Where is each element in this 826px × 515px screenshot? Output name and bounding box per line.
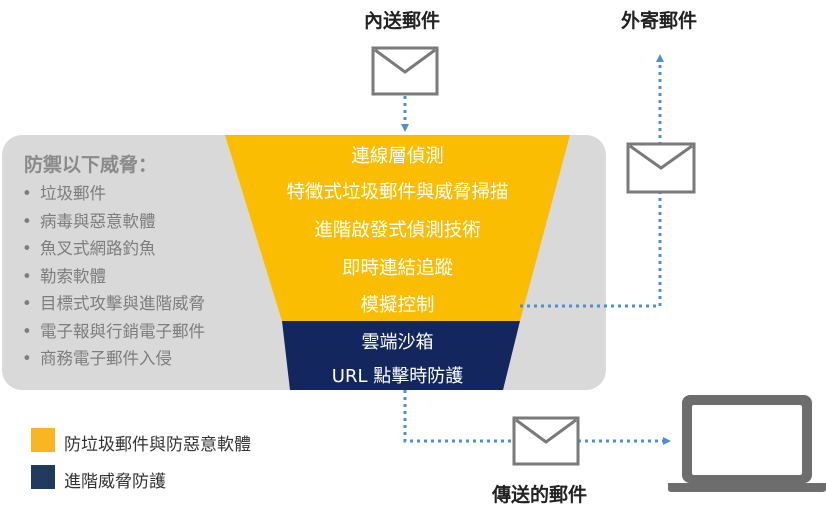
funnel-layer-signature-scan: 特徵式垃圾郵件與威脅掃描	[286, 182, 509, 203]
legend-label-advanced: 進階威脅防護	[64, 472, 166, 492]
threats-title: 防禦以下威脅：	[24, 154, 158, 176]
delivery-arrow	[403, 390, 671, 445]
bullet-icon: •	[22, 321, 32, 341]
legend-swatch-antispam	[31, 428, 55, 452]
outbound-mail-label: 外寄郵件	[621, 10, 698, 32]
threat-item: •勒索軟體	[22, 263, 205, 291]
threat-list: •垃圾郵件 •病毒與惡意軟體 •魚叉式網路釣魚 •勒索軟體 •目標式攻擊與進階威…	[22, 180, 205, 373]
bullet-icon: •	[22, 184, 32, 203]
bullet-icon: •	[22, 239, 32, 258]
threat-item: •魚叉式網路釣魚	[22, 235, 205, 263]
bullet-icon: •	[22, 349, 32, 368]
threat-item: •商務電子郵件入侵	[22, 345, 205, 373]
funnel-layer-url-time-of-click: URL 點擊時防護	[331, 366, 464, 387]
threat-item: •病毒與惡意軟體	[22, 208, 205, 236]
bullet-icon: •	[22, 294, 32, 313]
inbound-envelope-icon	[371, 46, 439, 96]
funnel-antispam-section	[225, 135, 570, 321]
threat-item: •目標式攻擊與進階威脅	[22, 290, 205, 318]
funnel-layer-impersonation-control: 模擬控制	[360, 295, 435, 316]
bullet-icon: •	[22, 211, 32, 231]
funnel-advanced-section	[282, 321, 520, 390]
funnel-layer-heuristics: 進階啟發式偵測技術	[314, 220, 481, 241]
legend-label-antispam: 防垃圾郵件與防惡意軟體	[64, 435, 251, 455]
funnel-layer-cloud-sandbox: 雲端沙箱	[361, 332, 434, 353]
funnel-layer-link-tracking: 即時連結追蹤	[341, 258, 453, 279]
outbound-envelope-icon	[626, 142, 696, 194]
laptop-icon	[668, 395, 826, 492]
inbound-mail-label: 內送郵件	[364, 10, 441, 32]
funnel-layer-connection-detection: 連線層偵測	[351, 146, 444, 167]
bullet-icon: •	[22, 266, 32, 286]
legend-swatch-advanced	[31, 465, 55, 489]
delivered-mail-label: 傳送的郵件	[492, 484, 588, 506]
threat-item: •垃圾郵件	[22, 180, 205, 208]
threat-item: •電子報與行銷電子郵件	[22, 318, 205, 346]
delivered-envelope-icon	[512, 416, 580, 466]
outbound-arrow	[520, 54, 664, 308]
